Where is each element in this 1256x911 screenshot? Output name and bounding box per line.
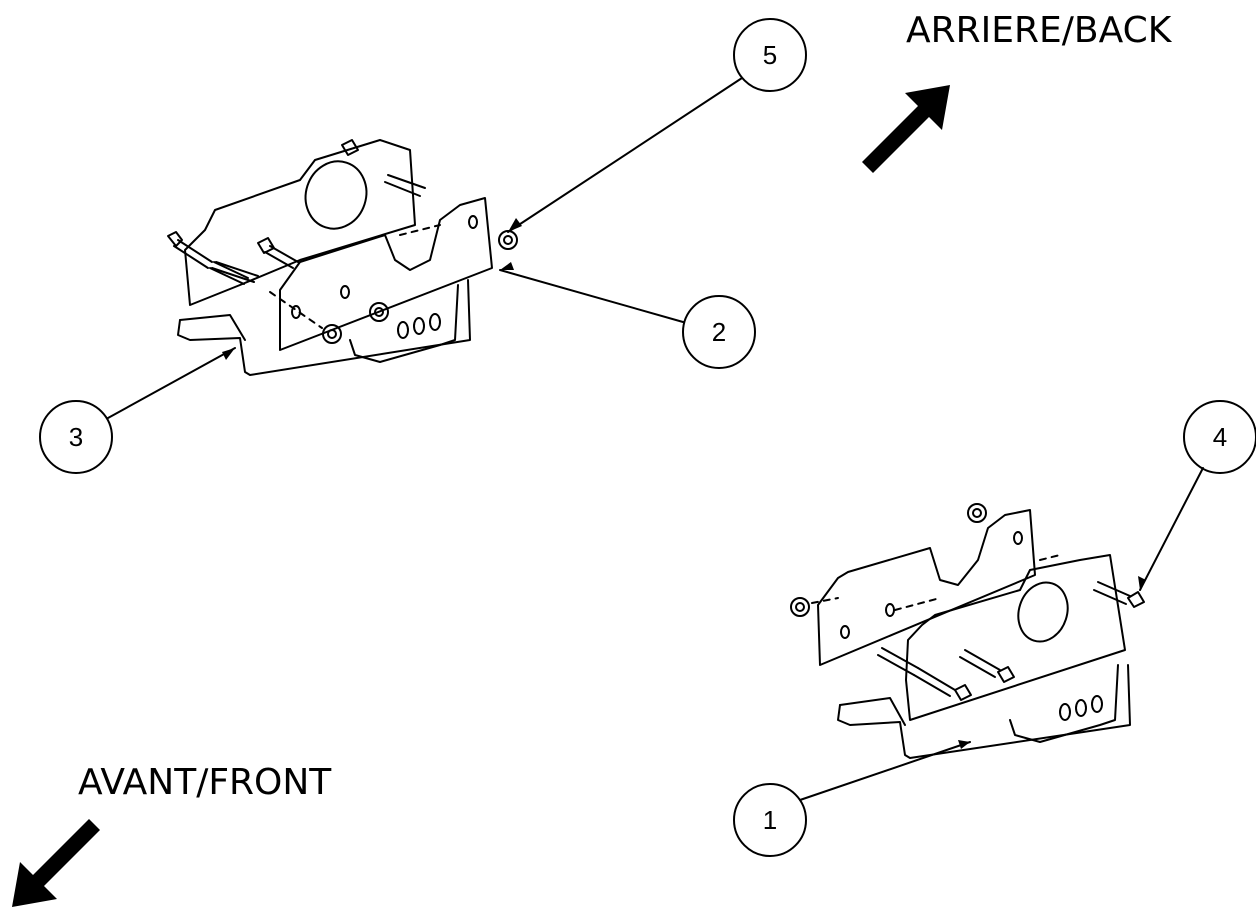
callout-5-number: 5 xyxy=(763,40,777,70)
nuts-bottom xyxy=(790,503,987,617)
front-plate-2 xyxy=(905,554,1126,721)
callout-1 xyxy=(733,741,971,857)
u-bracket xyxy=(177,279,471,376)
back-plate-2 xyxy=(817,509,1036,666)
back-direction-label: ARRIERE/BACK xyxy=(906,10,1172,51)
front-arrow-icon xyxy=(12,819,100,907)
bottom-assembly xyxy=(790,503,1145,759)
lower-bracket xyxy=(349,284,459,363)
top-assembly xyxy=(167,139,518,376)
front-direction-label: AVANT/FRONT xyxy=(78,762,332,803)
back-plate xyxy=(184,139,416,306)
bolts-bottom xyxy=(877,581,1145,701)
nuts-top xyxy=(322,230,518,344)
callout-2 xyxy=(499,269,756,369)
pivot-hole xyxy=(304,160,368,230)
callout-2-number: 2 xyxy=(712,317,726,347)
bolts-top xyxy=(167,139,426,285)
callout-4 xyxy=(1139,400,1256,591)
callout-4-number: 4 xyxy=(1213,422,1227,452)
front-plate xyxy=(279,197,493,351)
callout-5 xyxy=(507,18,807,233)
u-bracket-2 xyxy=(837,664,1131,759)
pivot-hole-2 xyxy=(1017,581,1069,643)
callout-3 xyxy=(39,347,236,474)
callout-3-number: 3 xyxy=(69,422,83,452)
back-arrow-icon xyxy=(862,85,950,173)
callout-1-number: 1 xyxy=(763,805,777,835)
